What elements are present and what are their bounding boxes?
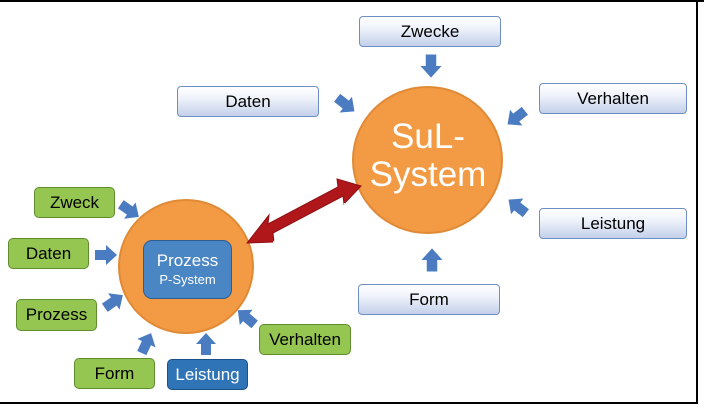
- arrow-verhalten-to-p: [231, 302, 262, 333]
- frame-right-line: [696, 0, 698, 404]
- p-input-leistung: Leistung: [167, 359, 248, 390]
- sul-input-leistung: Leistung: [539, 208, 687, 239]
- p-input-zweck: Zweck: [34, 187, 115, 218]
- p-input-daten: Daten: [8, 238, 89, 269]
- arrow-daten-to-sul: [330, 89, 361, 120]
- sul-input-verhalten: Verhalten: [539, 83, 687, 114]
- sul-label-line2: System: [369, 155, 487, 194]
- arrow-leistung-to-p: [196, 333, 216, 355]
- sul-input-form: Form: [358, 284, 500, 315]
- p-input-prozess: Prozess: [16, 299, 97, 331]
- frame-top-line: [0, 0, 704, 2]
- p-input-verhalten: Verhalten: [259, 324, 351, 355]
- frame-bottom-line: [0, 402, 698, 404]
- p-system-box: Prozess P-System: [143, 240, 232, 299]
- arrow-zwecke-to-sul: [420, 54, 442, 78]
- sul-input-daten: Daten: [177, 86, 319, 117]
- arrow-zweck-to-p: [115, 196, 145, 226]
- sul-label-line1: SuL-: [391, 117, 465, 156]
- p-system-title: Prozess: [156, 251, 219, 270]
- arrow-prozess-to-p: [99, 286, 129, 316]
- arrow-form-to-p: [132, 328, 161, 358]
- arrow-leistung-to-sul: [502, 191, 533, 222]
- sul-input-zwecke: Zwecke: [359, 16, 501, 47]
- sul-system-circle: [352, 86, 503, 234]
- arrow-form-to-sul: [421, 248, 443, 272]
- p-system-subtitle: P-System: [159, 272, 216, 287]
- arrow-verhalten-to-sul: [501, 102, 532, 133]
- arrow-daten-to-p: [95, 245, 117, 265]
- sul-system-label: SuL- System: [355, 118, 501, 194]
- p-input-form: Form: [74, 358, 155, 389]
- coupling-arrow: [245, 178, 362, 244]
